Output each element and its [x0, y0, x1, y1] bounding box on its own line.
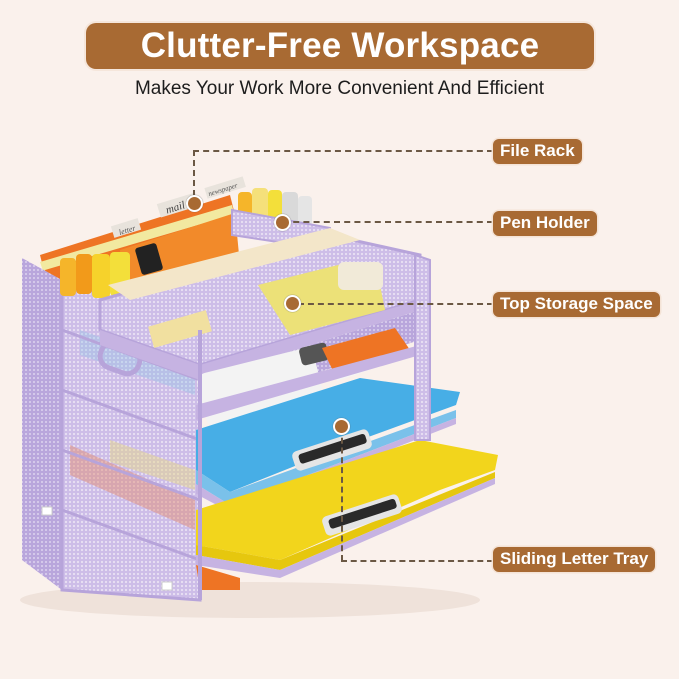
- callout-line-letter-tray: [341, 428, 343, 561]
- notebook: [322, 328, 410, 375]
- callout-line-file-rack: [193, 150, 493, 152]
- tab-letter: [110, 218, 142, 238]
- svg-text:mail: mail: [164, 199, 186, 216]
- label-top-storage-space: Top Storage Space: [493, 292, 660, 317]
- callout-line-pen-holder: [283, 221, 493, 223]
- ruler: [108, 228, 360, 300]
- page-title: Clutter-Free Workspace: [140, 26, 540, 65]
- callout-dot-top-storage: [284, 295, 301, 312]
- tab-newspaper: [204, 176, 246, 199]
- label-pen-holder: Pen Holder: [493, 211, 597, 236]
- tray-yellow: [196, 440, 498, 560]
- callout-dot-pen-holder: [274, 214, 291, 231]
- clip: [328, 498, 397, 529]
- tray-blue: [196, 378, 460, 492]
- callout-line-top-storage: [298, 303, 493, 305]
- label-sliding-letter-tray: Sliding Letter Tray: [493, 547, 656, 572]
- page-subtitle: Makes Your Work More Convenient And Effi…: [134, 78, 545, 99]
- callout-dot-letter-tray: [333, 418, 350, 435]
- title-banner: Clutter-Free Workspace: [86, 23, 594, 69]
- label-file-rack: File Rack: [493, 139, 582, 164]
- clip: [298, 433, 367, 464]
- callout-dot-file-rack: [186, 195, 203, 212]
